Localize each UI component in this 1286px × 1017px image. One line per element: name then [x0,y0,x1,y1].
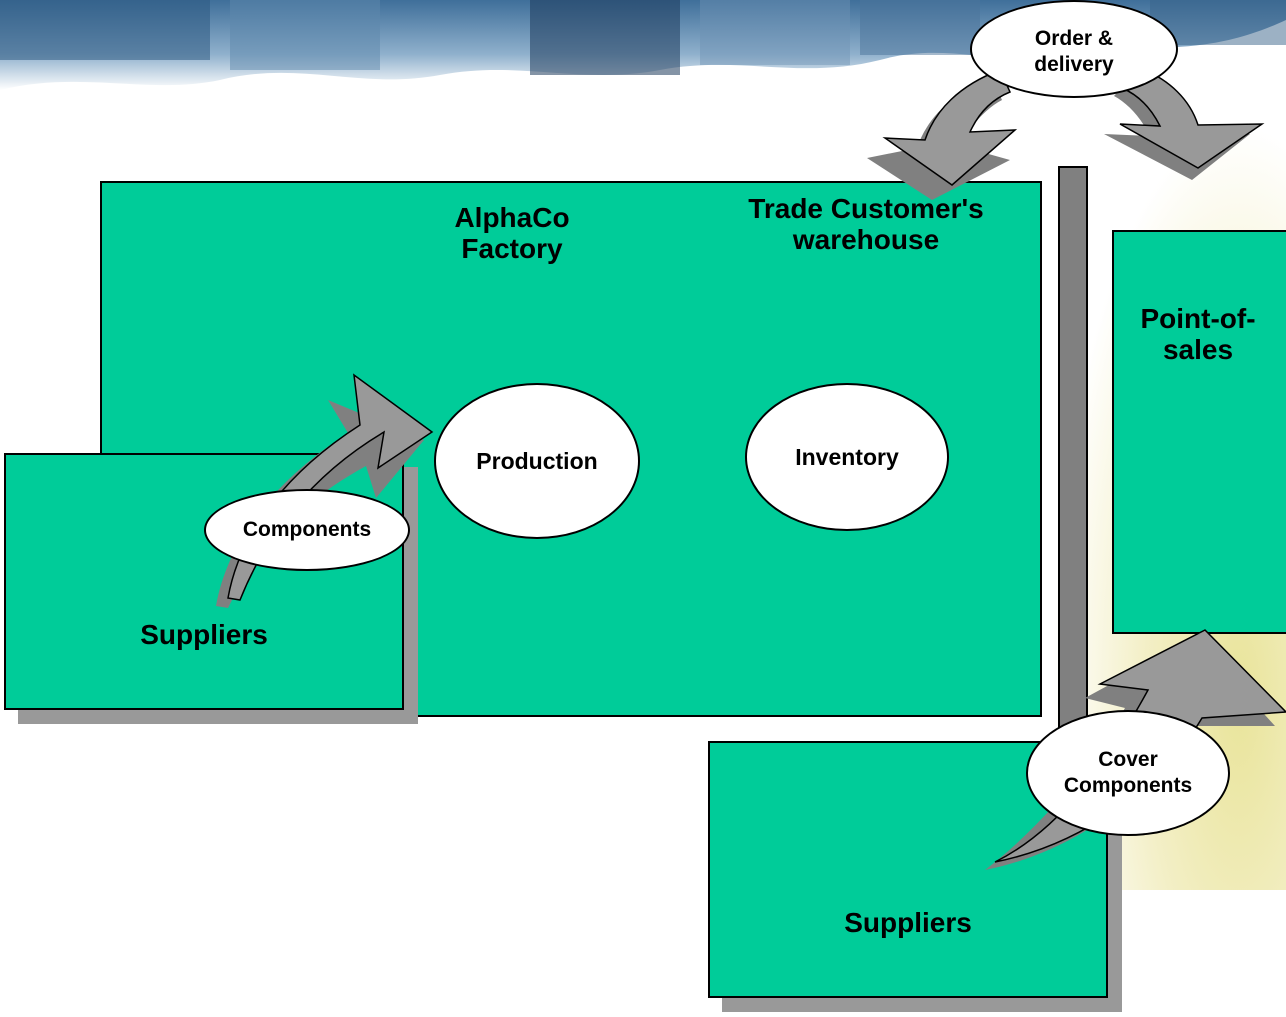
components-node: Components [204,489,410,571]
point-of-sales-label: Point-of- sales [1140,303,1256,365]
suppliers-bottom-label: Suppliers [844,907,972,938]
order-delivery-arrows [867,67,1265,200]
factory-label: AlphaCo Factory [454,202,570,264]
production-node: Production [434,383,640,539]
inventory-node: Inventory [745,383,949,531]
cover-components-node: Cover Components [1026,710,1230,836]
header-banner-image [0,0,1286,90]
divider-bar [1058,166,1088,736]
point-of-sales-box [1112,230,1286,634]
warehouse-label: Trade Customer's warehouse [748,193,984,255]
suppliers-left-label: Suppliers [140,619,268,650]
order-delivery-node: Order & delivery [970,0,1178,98]
